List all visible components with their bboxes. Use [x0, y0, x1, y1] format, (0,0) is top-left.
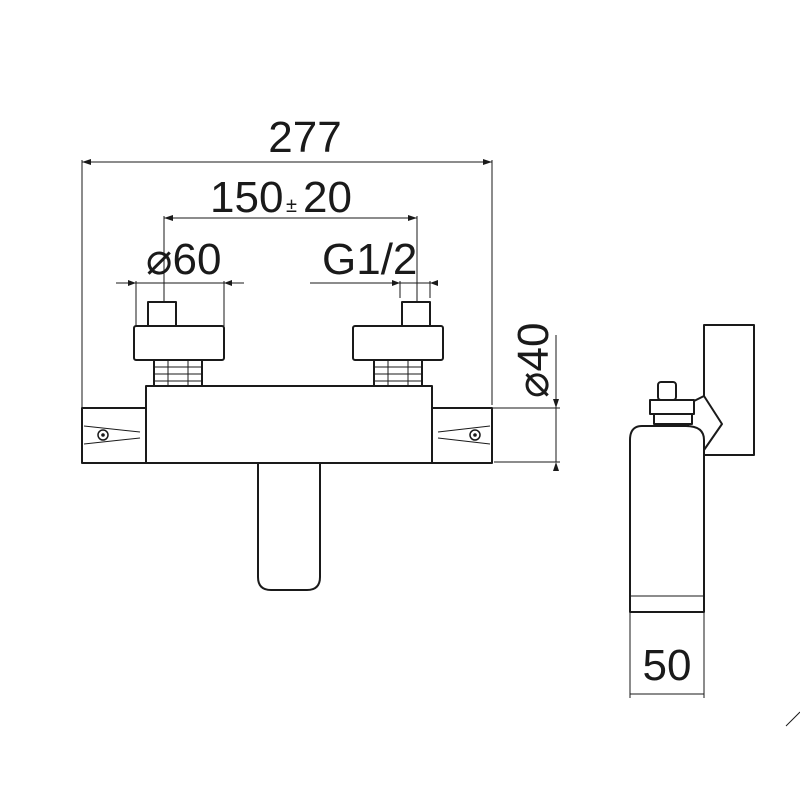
mixer-body	[145, 385, 433, 464]
side-view: 50	[629, 324, 755, 698]
right-handle	[431, 407, 493, 464]
inlet-tolerance-sign: ±	[286, 195, 297, 217]
handle-diameter-dimension: ⌀60	[116, 235, 244, 326]
side-knob-top	[657, 381, 677, 401]
overall-width-label: 277	[268, 113, 341, 162]
spout	[257, 459, 321, 591]
front-view: 277 150 ± 20 ⌀60	[81, 113, 560, 591]
thread-dimension: G1/2	[310, 235, 438, 298]
left-handle	[81, 407, 147, 464]
side-body	[629, 425, 705, 613]
right-connector	[352, 301, 444, 387]
inlet-tolerance-label: 20	[303, 173, 352, 222]
depth-dimension: 50	[629, 612, 705, 698]
corner-mark	[785, 711, 800, 727]
overall-width-dimension: 277	[81, 113, 493, 462]
thread-label: G1/2	[322, 235, 417, 284]
body-diameter-dimension: ⌀40	[492, 323, 560, 471]
left-connector	[133, 301, 225, 387]
depth-label: 50	[643, 641, 692, 690]
handle-diameter-label: ⌀60	[146, 235, 221, 284]
side-knob-collar	[649, 399, 695, 415]
inlet-spacing-label: 150	[210, 173, 283, 222]
inlet-spacing-dimension: 150 ± 20	[163, 173, 418, 302]
body-diameter-label: ⌀40	[509, 323, 558, 398]
